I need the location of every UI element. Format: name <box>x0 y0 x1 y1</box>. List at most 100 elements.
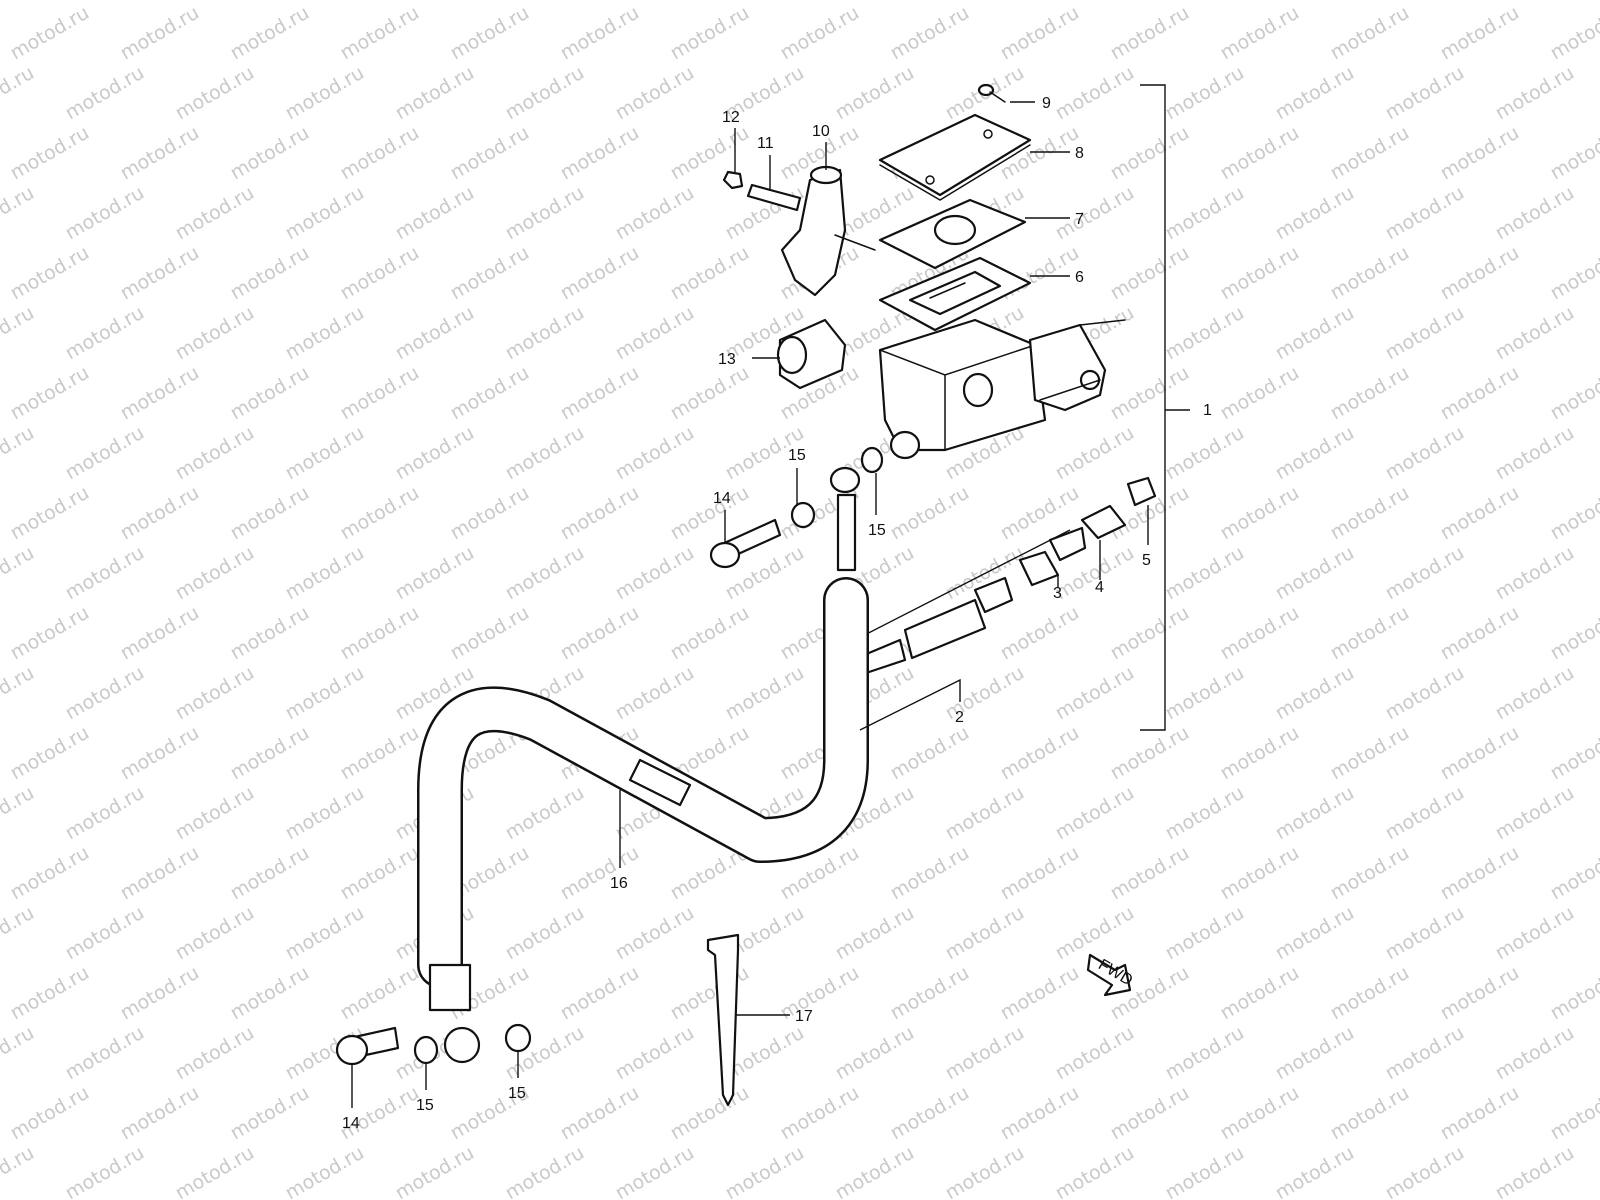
watermark-text: motod.ru <box>502 182 588 245</box>
watermark-text: motod.ru <box>392 62 478 125</box>
watermark-text: motod.ru <box>227 842 313 905</box>
watermark-text: motod.ru <box>117 122 203 185</box>
watermark-text: motod.ru <box>777 1082 863 1145</box>
watermark-text: motod.ru <box>282 662 368 725</box>
watermark-text: motod.ru <box>117 842 203 905</box>
watermark-text: motod.ru <box>227 602 313 665</box>
watermark-text: motod.ru <box>447 362 533 425</box>
watermark-text: motod.ru <box>1107 1082 1193 1145</box>
watermark-text: motod.ru <box>1107 722 1193 785</box>
watermark-text: motod.ru <box>0 182 38 245</box>
watermark-text: motod.ru <box>282 782 368 845</box>
watermark-text: motod.ru <box>1217 122 1303 185</box>
callout-7: 7 <box>1075 211 1084 228</box>
watermark-text: motod.ru <box>502 422 588 485</box>
watermark-text: motod.ru <box>1327 842 1413 905</box>
watermark-text: motod.ru <box>282 62 368 125</box>
watermark-text: motod.ru <box>117 962 203 1025</box>
watermark-text: motod.ru <box>942 1022 1028 1085</box>
callout-6: 6 <box>1075 269 1084 286</box>
callout-15-upper-left: 15 <box>788 447 806 464</box>
callout-11: 11 <box>757 135 774 152</box>
watermark-text: motod.ru <box>447 122 533 185</box>
watermark-text: motod.ru <box>117 362 203 425</box>
watermark-text: motod.ru <box>7 362 93 425</box>
watermark-text: motod.ru <box>612 1022 698 1085</box>
watermark-text: motod.ru <box>612 662 698 725</box>
watermark-text: motod.ru <box>172 1142 258 1200</box>
watermark-text: motod.ru <box>392 1142 478 1200</box>
watermark-text: motod.ru <box>722 1142 808 1200</box>
watermark-text: motod.ru <box>612 0 698 4</box>
watermark-text: motod.ru <box>502 782 588 845</box>
watermark-text: motod.ru <box>1382 542 1468 605</box>
watermark-text: motod.ru <box>1107 842 1193 905</box>
watermark-text: motod.ru <box>1272 782 1358 845</box>
watermark-text: motod.ru <box>1492 902 1578 965</box>
watermark-text: motod.ru <box>337 842 423 905</box>
watermark-text: motod.ru <box>1217 1082 1303 1145</box>
watermark-text: motod.ru <box>1272 1022 1358 1085</box>
watermark-text: motod.ru <box>832 62 918 125</box>
callout-12: 12 <box>722 109 740 126</box>
watermark-text: motod.ru <box>1437 1082 1523 1145</box>
watermark-text: motod.ru <box>502 1142 588 1200</box>
watermark-text: motod.ru <box>1217 842 1303 905</box>
leader-lines <box>351 101 1149 1108</box>
watermark-text: motod.ru <box>502 62 588 125</box>
watermark-text: motod.ru <box>1547 242 1600 305</box>
callout-14-upper: 14 <box>713 490 731 507</box>
watermark-text: motod.ru <box>997 962 1083 1025</box>
watermark-text: motod.ru <box>172 62 258 125</box>
watermark-text: motod.ru <box>282 542 368 605</box>
watermark-text: motod.ru <box>117 2 203 65</box>
callout-15-lower-left: 15 <box>416 1097 434 1114</box>
watermark-text: motod.ru <box>557 1082 643 1145</box>
watermark-text: motod.ru <box>1217 962 1303 1025</box>
callout-10: 10 <box>812 123 830 140</box>
watermark-text: motod.ru <box>1162 302 1248 365</box>
watermark-text: motod.ru <box>337 962 423 1025</box>
watermark-text: motod.ru <box>612 1142 698 1200</box>
watermark-text: motod.ru <box>557 842 643 905</box>
watermark-text: motod.ru <box>62 1022 148 1085</box>
watermark-text: motod.ru <box>62 782 148 845</box>
watermark-text: motod.ru <box>1327 602 1413 665</box>
watermark-text: motod.ru <box>227 722 313 785</box>
watermark-text: motod.ru <box>1272 662 1358 725</box>
watermark-text: motod.ru <box>557 362 643 425</box>
watermark-text: motod.ru <box>1272 422 1358 485</box>
watermark-text: motod.ru <box>667 602 753 665</box>
watermark-text: motod.ru <box>997 842 1083 905</box>
watermark-text: motod.ru <box>172 1022 258 1085</box>
watermark-text: motod.ru <box>1217 2 1303 65</box>
watermark-text: motod.ru <box>1107 602 1193 665</box>
watermark-text: motod.ru <box>1547 482 1600 545</box>
watermark-text: motod.ru <box>1547 842 1600 905</box>
watermark-text: motod.ru <box>447 242 533 305</box>
watermark-text: motod.ru <box>172 302 258 365</box>
watermark-text: motod.ru <box>7 602 93 665</box>
callout-15-lower-right: 15 <box>508 1085 526 1102</box>
watermark-text: motod.ru <box>1437 482 1523 545</box>
watermark-text: motod.ru <box>392 182 478 245</box>
watermark-text: motod.ru <box>1272 62 1358 125</box>
watermark-text: motod.ru <box>227 962 313 1025</box>
watermark-text: motod.ru <box>282 0 368 4</box>
watermark-text: motod.ru <box>227 122 313 185</box>
watermark-text: motod.ru <box>0 662 38 725</box>
watermark-text: motod.ru <box>1052 662 1138 725</box>
watermark-text: motod.ru <box>1162 902 1248 965</box>
watermark-text: motod.ru <box>557 242 643 305</box>
watermark-text: motod.ru <box>227 1082 313 1145</box>
callout-1: 1 <box>1203 402 1212 419</box>
fwd-arrow-icon: FWD <box>1086 953 1135 997</box>
watermark-text: motod.ru <box>1162 662 1248 725</box>
watermark-text: motod.ru <box>117 482 203 545</box>
watermark-text: motod.ru <box>1547 122 1600 185</box>
watermark-text: motod.ru <box>7 482 93 545</box>
watermark-text: motod.ru <box>337 122 423 185</box>
watermark-text: motod.ru <box>172 182 258 245</box>
watermark-text: motod.ru <box>0 62 38 125</box>
watermark-text: motod.ru <box>1382 62 1468 125</box>
